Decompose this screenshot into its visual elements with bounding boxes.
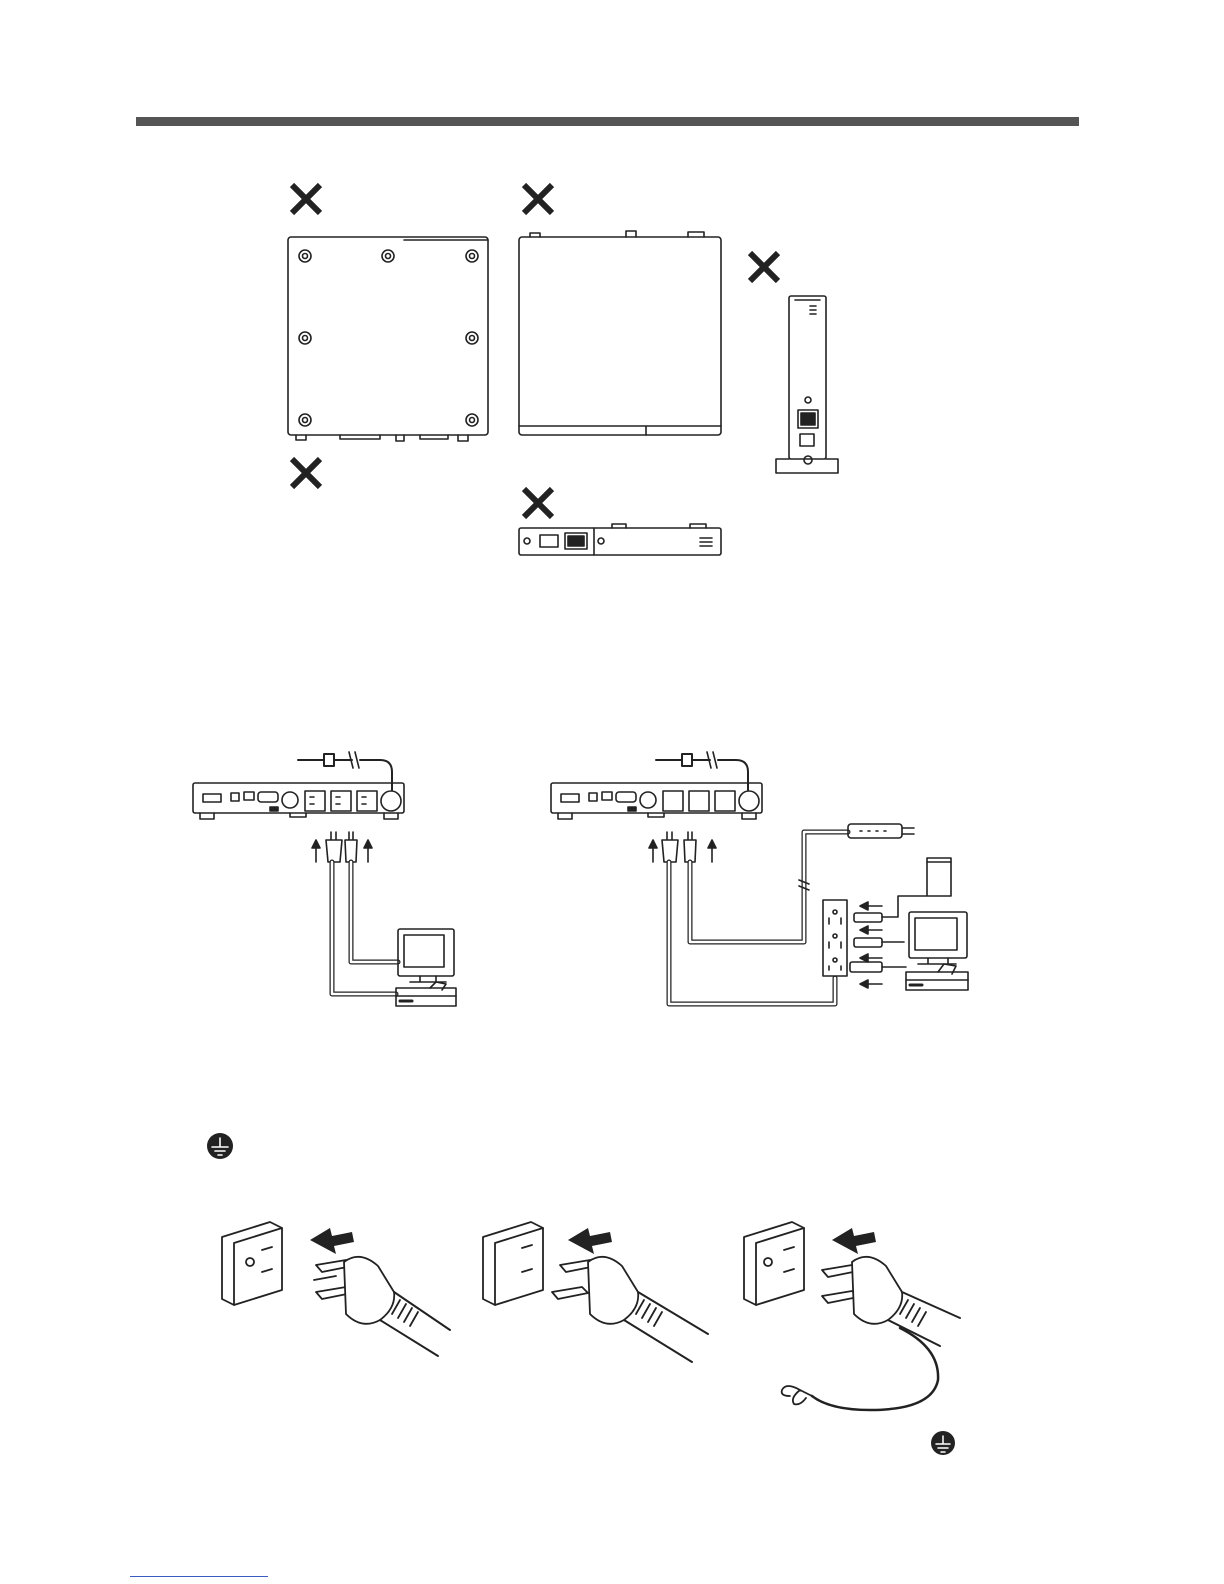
- arrow-up-icon: [649, 840, 716, 862]
- arrow-left-icon: [310, 1228, 354, 1254]
- upright-side-view: [776, 296, 838, 473]
- foot-screw-icon: [299, 250, 478, 426]
- plug-types-figure: [207, 1133, 960, 1455]
- arrow-left-icon: [860, 902, 882, 988]
- ground-symbol-icon: [931, 1431, 955, 1455]
- modem: [927, 858, 951, 896]
- rear-edge-view: [519, 524, 721, 555]
- arrow-left-icon: [832, 1228, 876, 1254]
- footer-link-underline[interactable]: [130, 1576, 268, 1577]
- top-view: [519, 231, 721, 435]
- bottom-view: [288, 237, 488, 441]
- polarized-two-prong-plug: [483, 1222, 708, 1362]
- arrow-left-icon: [568, 1228, 612, 1254]
- connection-figure-right: [551, 752, 968, 1004]
- plug-with-ground-wire: [744, 1222, 960, 1410]
- connection-figure-left: [193, 752, 456, 1006]
- three-prong-plug: [222, 1222, 450, 1356]
- orientation-figure: [288, 185, 838, 555]
- wall-outlet: [823, 900, 847, 976]
- x-mark-icon: [292, 185, 778, 517]
- power-strip: [848, 824, 914, 838]
- ground-symbol-icon: [207, 1133, 233, 1159]
